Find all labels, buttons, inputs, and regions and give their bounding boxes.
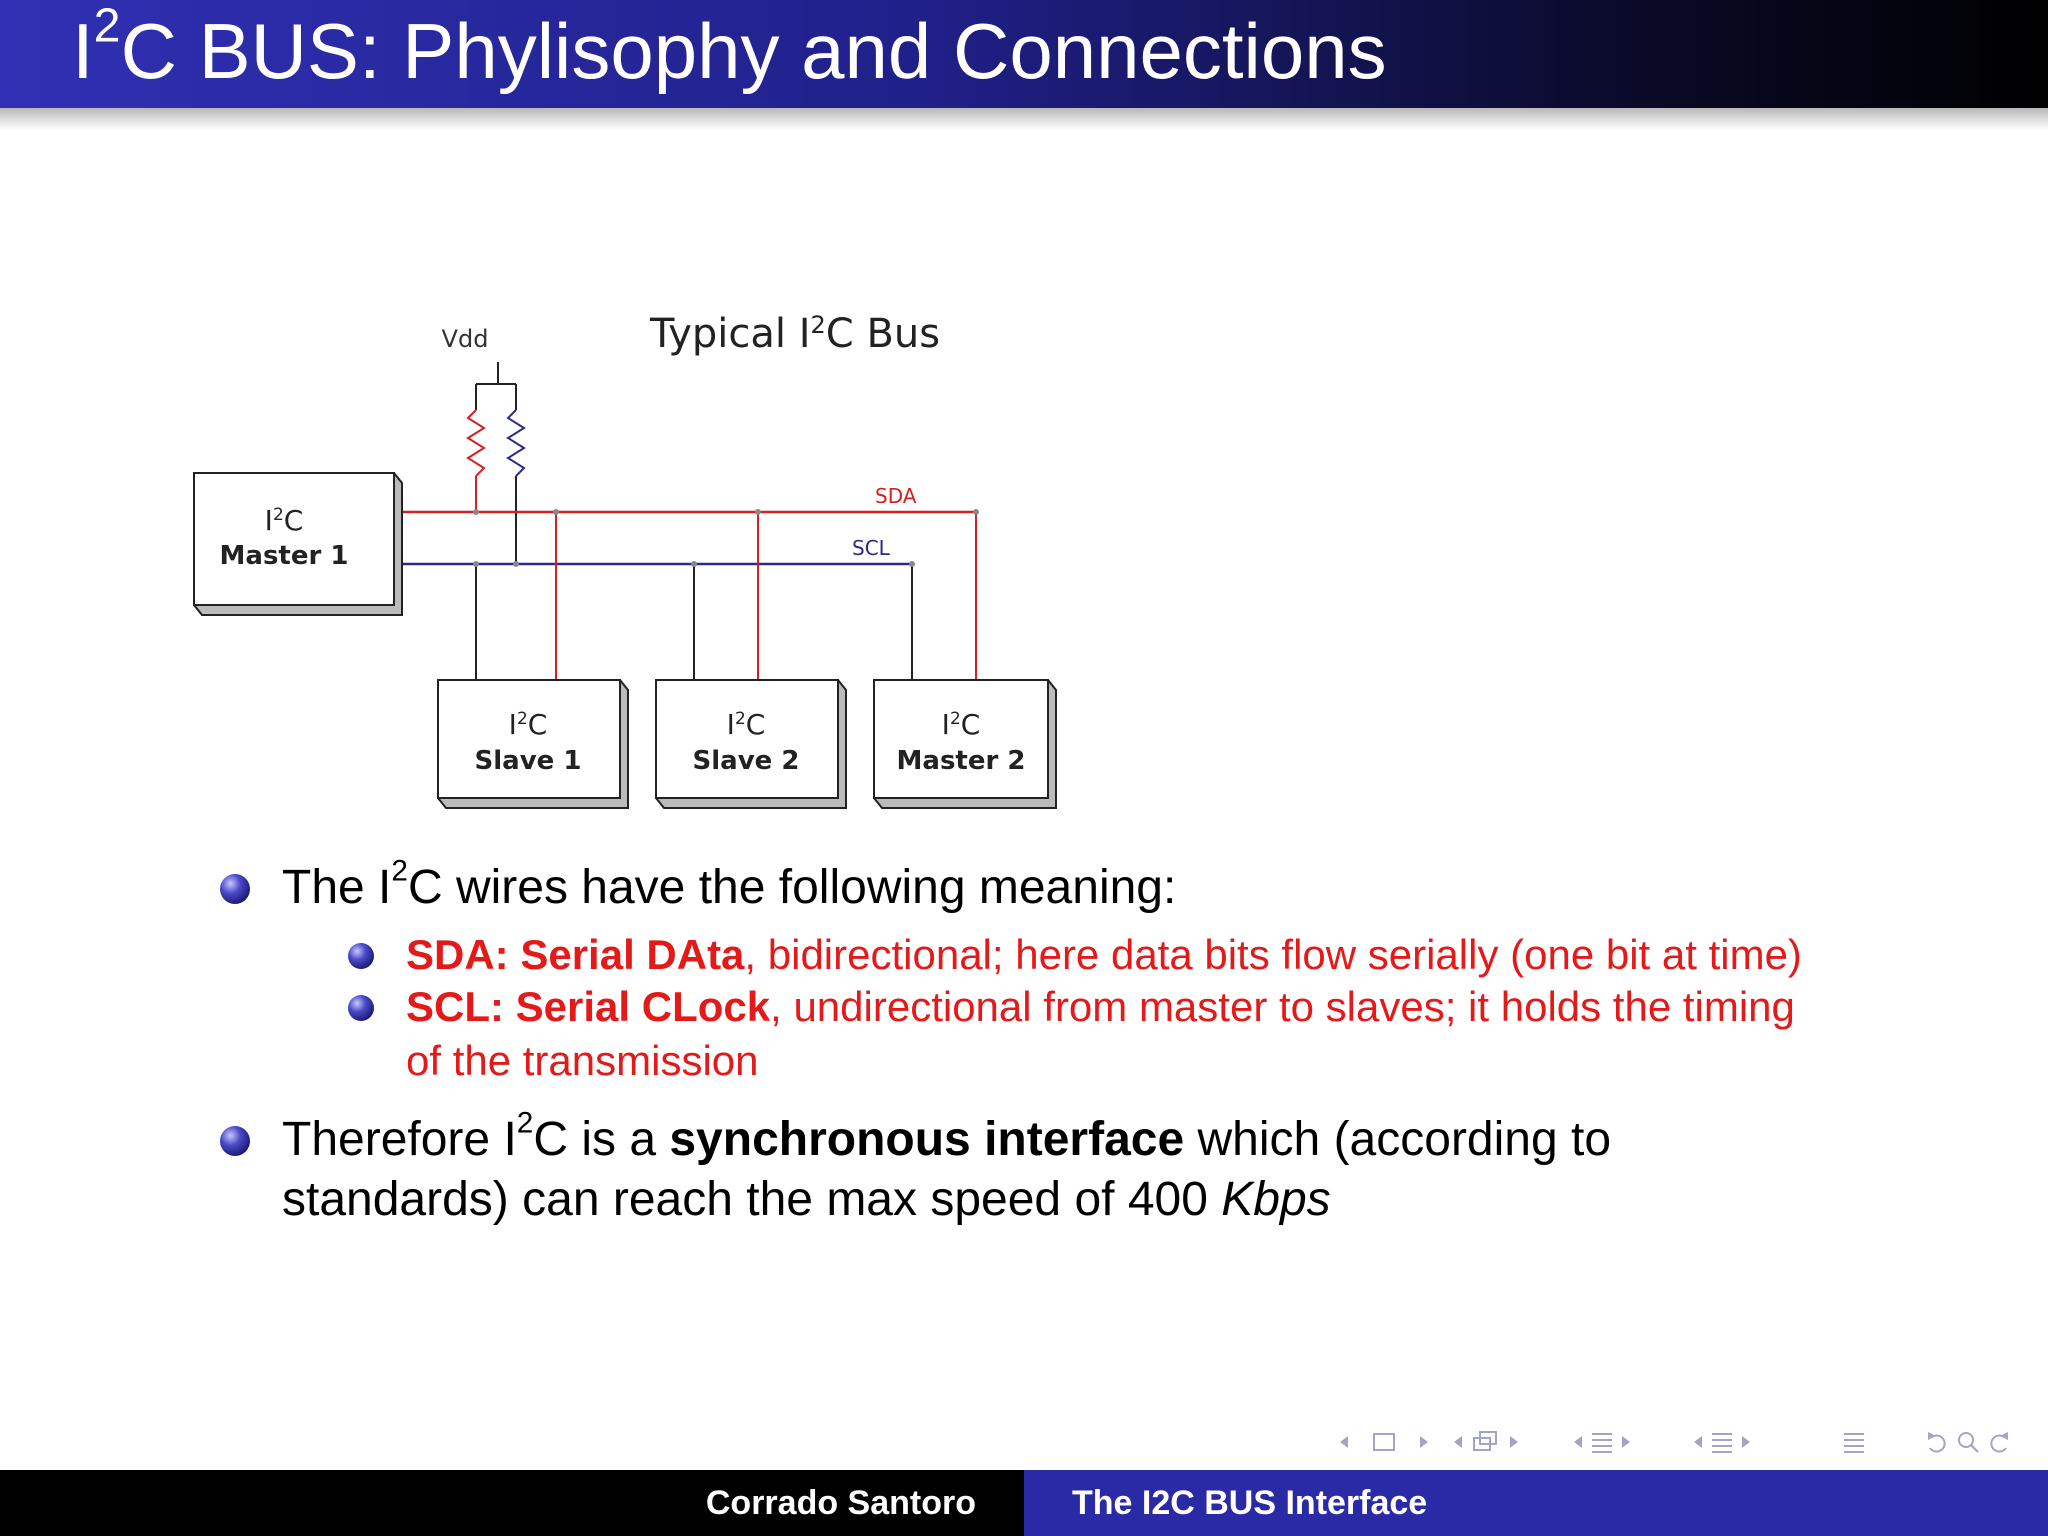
bullet-synchronous: Therefore I2C is a synchronous interface… [282, 1106, 1612, 1166]
bullet-synchronous-continued: standards) can reach the max speed of 40… [282, 1173, 1331, 1226]
sub-bullet-scl-continued: of the transmission [406, 1037, 759, 1084]
align-icon[interactable] [1694, 1433, 1864, 1453]
svg-text:Master 1: Master 1 [220, 541, 349, 571]
slave1-box: I2C Slave 1 [437, 679, 629, 809]
footer-title-bar: The I2C BUS Interface [1024, 1470, 2048, 1536]
header-bar: I2C BUS: Phylisophy and Connections [0, 0, 2048, 108]
vdd-label: Vdd [442, 325, 489, 353]
bullet-wires-meaning: The I2C wires have the following meaning… [282, 854, 1177, 914]
scl-label: SCL [852, 536, 891, 560]
svg-text:I2C: I2C [727, 708, 766, 741]
sub-bullet-ball [348, 995, 374, 1021]
svg-text:Slave 2: Slave 2 [693, 746, 800, 776]
svg-text:I2C: I2C [509, 708, 548, 741]
master1-box: I2C Master 1 [193, 472, 403, 616]
svg-text:I2C: I2C [265, 504, 304, 537]
section-icon[interactable] [1574, 1433, 1630, 1453]
bullet-ball [220, 1126, 250, 1156]
scl-pullup-resistor [506, 409, 526, 477]
master2-box: I2C Master 2 [873, 679, 1057, 809]
bullet-ball [220, 874, 250, 904]
subsection-icon[interactable] [1454, 1431, 1518, 1451]
slide-title: I2C BUS: Phylisophy and Connections [72, 0, 1387, 95]
footer-talk-title: The I2C BUS Interface [1072, 1484, 1428, 1522]
navigation-bar [1340, 1431, 2008, 1453]
footer-author: Corrado Santoro [705, 1484, 976, 1522]
i2c-bus-diagram: Typical I2C Bus Vdd SDA SCL I2C Master 1… [193, 311, 1057, 809]
sda-label: SDA [875, 484, 917, 508]
forward-icon[interactable] [1990, 1432, 2008, 1453]
sub-bullet-ball [348, 943, 374, 969]
footer-author-bar: Corrado Santoro [0, 1470, 1024, 1536]
sub-bullet-sda: SDA: Serial DAta, bidirectional; here da… [406, 931, 1802, 978]
header-shadow [0, 108, 2048, 130]
nav-next-icon[interactable] [1420, 1436, 1428, 1448]
slave2-box: I2C Slave 2 [655, 679, 847, 809]
sub-bullet-scl: SCL: Serial CLock, undirectional from ma… [406, 983, 1795, 1030]
nav-prev-icon[interactable] [1340, 1436, 1348, 1448]
svg-text:Master 2: Master 2 [897, 746, 1026, 776]
svg-text:I2C: I2C [942, 708, 981, 741]
back-icon[interactable] [1928, 1432, 1946, 1453]
frame-icon[interactable] [1373, 1433, 1395, 1451]
search-icon[interactable] [1958, 1432, 1979, 1453]
sda-pullup-resistor [466, 409, 486, 477]
diagram-title: Typical I2C Bus [649, 311, 940, 357]
svg-text:Slave 1: Slave 1 [475, 746, 582, 776]
